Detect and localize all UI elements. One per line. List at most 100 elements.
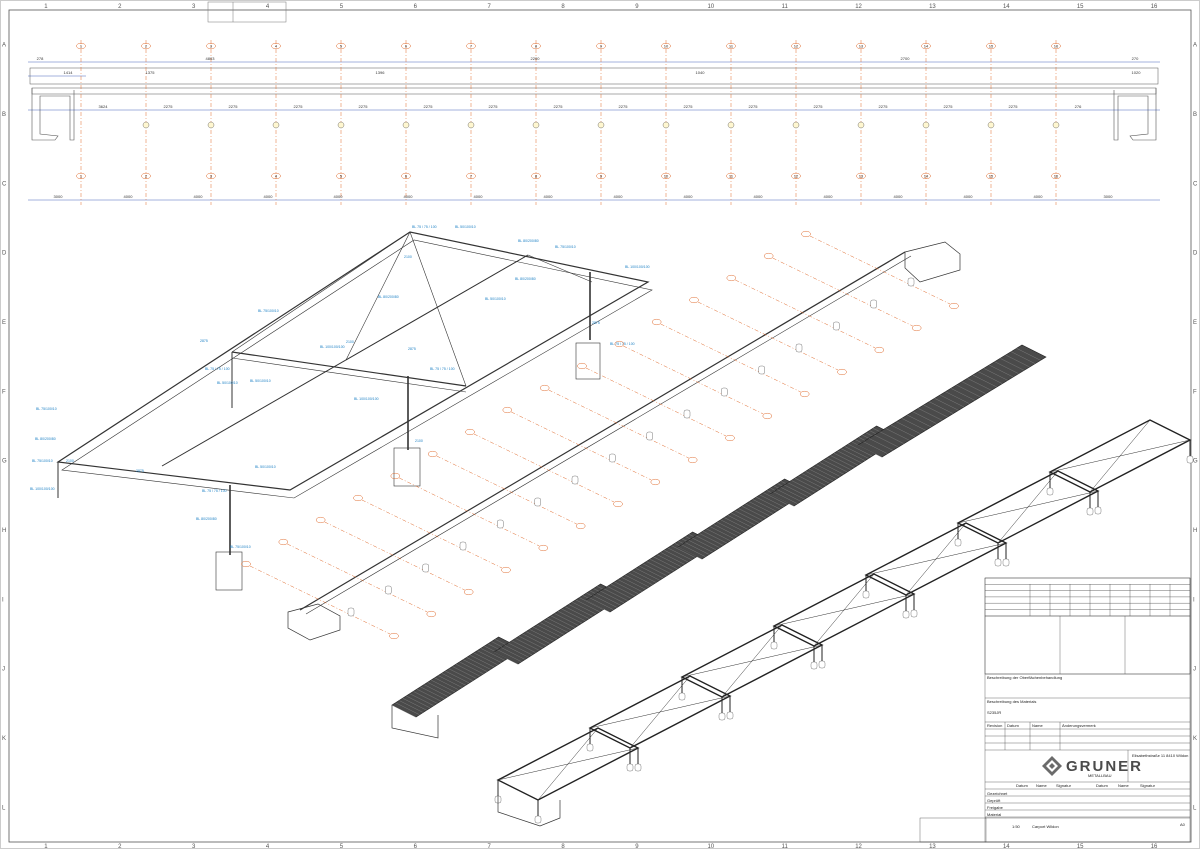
sheet-format: A0 (1180, 822, 1186, 827)
panel-rib (406, 695, 431, 709)
plan-axis-bubble (856, 172, 866, 180)
plan-dimension-bottom: 3000 (1104, 194, 1114, 199)
plan-post-marker (662, 121, 670, 129)
frame-foundation (1186, 455, 1194, 464)
panel-rib (833, 453, 859, 466)
panel-rib (816, 464, 841, 477)
girder-axis-bubble (539, 384, 550, 392)
sheet-row-letter: L (1193, 805, 1197, 811)
plan-dimension-top: 4803 (206, 56, 216, 61)
plan-dimension-bottom: 4000 (474, 194, 484, 199)
panel-rib (554, 613, 579, 626)
detail-callout: BL 80/200/80 (518, 239, 539, 243)
girder-axis-line (585, 367, 727, 437)
plan-axis-label: 1 (80, 44, 83, 49)
panel-rib (536, 624, 561, 637)
panel-rib (844, 446, 869, 459)
girder-axis-bubble (687, 456, 698, 464)
panel-rib (445, 670, 470, 684)
panel-rib (950, 388, 976, 401)
panel-rib (660, 552, 685, 565)
panel-rib (518, 635, 543, 649)
girder-foundation (870, 299, 877, 309)
plan-axis-label: 5 (340, 44, 343, 49)
panel-rib (756, 496, 781, 510)
panel-rib (885, 428, 910, 441)
girder-axis-bubble (949, 302, 959, 310)
surface-treatment-label: Beschreibung der Oberflächenbehandlung (987, 675, 1062, 680)
panel-rib (787, 482, 812, 495)
plan-dimension-mid: 2275 (619, 104, 629, 109)
frame-foundation (862, 590, 870, 599)
plan-post-marker (597, 121, 605, 129)
panel-rib (557, 611, 583, 624)
panel-rib (561, 608, 586, 622)
frame-foundation (586, 743, 594, 752)
sign-row-label: Freigabe (987, 805, 1004, 810)
plan-axis-label: 8 (535, 44, 538, 49)
plan-dimension-sub: 1414 (64, 70, 74, 75)
plan-axis-bubble (921, 42, 931, 50)
panel-rib (473, 652, 498, 666)
sheet-col-number: 16 (1151, 844, 1158, 849)
panel-rib (441, 673, 466, 686)
plan-dimension-mid: 2275 (164, 104, 174, 109)
plan-axis-label: 14 (924, 44, 929, 49)
frame-foundation (634, 763, 642, 772)
sheet-col-number: 16 (1151, 4, 1158, 10)
frame-brace (997, 470, 1059, 544)
frame-brace (905, 522, 967, 596)
panel-rib (699, 533, 724, 546)
detail-callout: BL 100/100/100 (354, 397, 379, 401)
detail-callout: 2100 (415, 439, 423, 443)
panel-rib (600, 590, 625, 604)
panel-rib (939, 394, 965, 408)
girder-axis-line (399, 477, 540, 547)
sheet-col-number: 14 (1003, 4, 1010, 10)
panel-rib (614, 581, 639, 595)
panel-rib (745, 503, 770, 517)
panel-rib (501, 647, 526, 660)
panel-rib (685, 542, 710, 555)
panel-rib (901, 418, 926, 431)
sheet-row-letter: I (1193, 597, 1195, 603)
panel-rib (477, 650, 502, 663)
girder-axis-bubble (353, 494, 363, 502)
panel-rib (497, 649, 522, 662)
isometric-roof-panels (391, 344, 1047, 739)
plan-axis-label: 7 (470, 44, 473, 49)
detail-callout: BL 75/100/10 (36, 407, 57, 411)
detail-callout: BL 50/100/10 (485, 297, 506, 301)
sheet-col-number: 15 (1077, 4, 1084, 10)
sheet-col-number: 1 (44, 844, 48, 849)
panel-rib (928, 401, 954, 414)
detail-callout: BL 75 / 75 / 100 (205, 367, 230, 371)
sheet-row-letter: I (2, 597, 4, 603)
plan-axis-label: 6 (405, 44, 408, 49)
sheet-col-number: 4 (266, 4, 270, 10)
plan-dimension-bottom: 4000 (544, 194, 554, 199)
panel-rib (907, 414, 932, 428)
frame-foundation (1046, 487, 1054, 496)
revision-header: Name (1032, 723, 1043, 728)
drawing-title: Carport Wildon (1032, 824, 1059, 829)
girder-axis-bubble (501, 566, 511, 574)
panel-rib (972, 374, 997, 388)
panel-rib (727, 515, 752, 528)
frame-foundation (810, 661, 818, 670)
panel-rib (709, 526, 735, 539)
panel-rib (863, 441, 888, 454)
panel-rib (809, 468, 834, 482)
girder-axis-line (772, 257, 913, 327)
panel-rib (724, 517, 749, 530)
panel-rib (961, 381, 986, 394)
panel-rib (752, 499, 777, 512)
panel-rib (427, 682, 452, 695)
detail-callout: 2875 (136, 469, 144, 473)
sheet-row-letter: K (2, 736, 6, 742)
panel-rib (1000, 358, 1025, 371)
material-label: Beschreibung des Materials (987, 699, 1036, 704)
detail-callout: BL 80/200/80 (35, 437, 56, 441)
panel-rib (780, 487, 805, 500)
